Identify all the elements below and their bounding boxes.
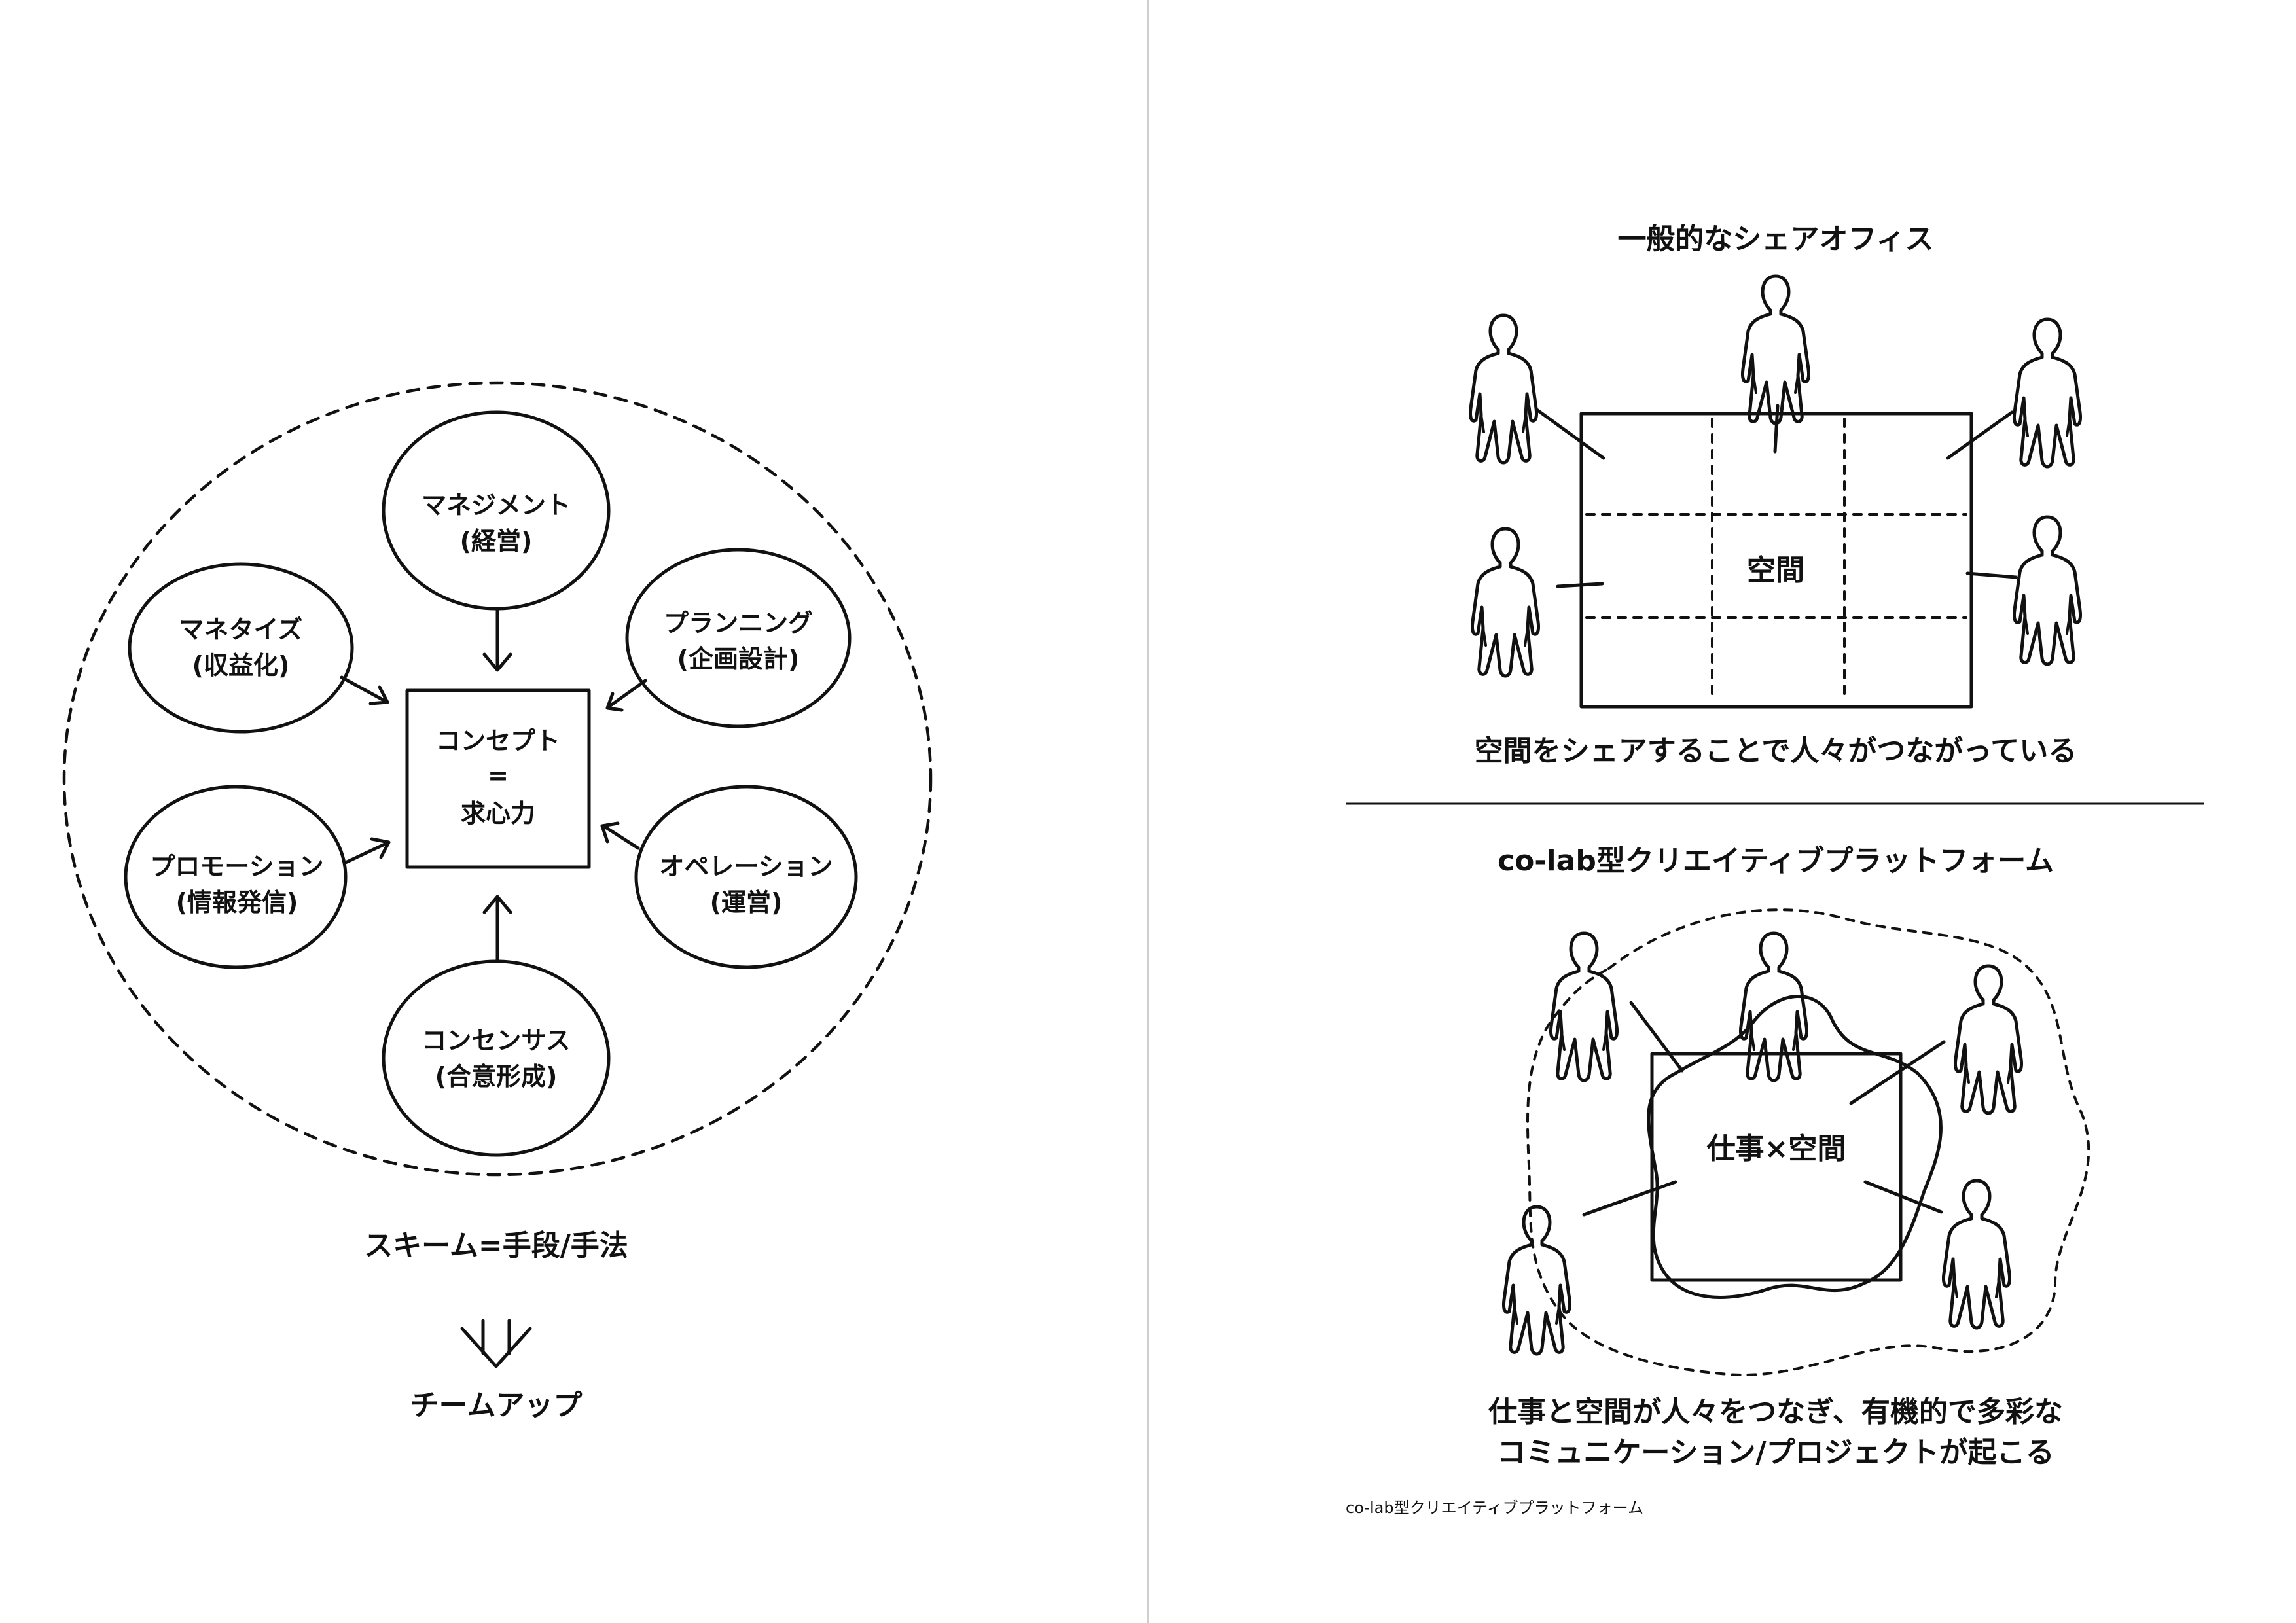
concept-box xyxy=(405,688,591,869)
person-icon xyxy=(2014,517,2080,664)
connector-line xyxy=(1849,1040,1946,1105)
scheme-label: スキーム=手段/手法 xyxy=(364,1229,628,1262)
concept-line1: コンセプト xyxy=(436,726,560,755)
connector-line xyxy=(1582,1180,1677,1217)
node-consensus xyxy=(382,959,611,1157)
down-arrow-icon xyxy=(460,1319,532,1368)
connector-line xyxy=(1629,1001,1684,1073)
connector-line xyxy=(1556,582,1604,588)
node-operation-sub: (運営) xyxy=(710,888,783,917)
node-promotion-label: プロモーション xyxy=(150,852,323,881)
connector-line xyxy=(1773,404,1780,454)
connector-line xyxy=(1965,571,2018,579)
scheme-boundary xyxy=(62,381,933,1177)
arrow-monetize xyxy=(340,675,389,705)
teamup-label: チームアップ xyxy=(410,1389,583,1422)
node-management-sub: (経営) xyxy=(460,527,533,556)
connector-line xyxy=(1946,410,2014,460)
person-icon xyxy=(1742,276,1808,423)
colab-boundary xyxy=(1526,908,2090,1376)
node-monetize-sub: (収益化) xyxy=(192,651,290,680)
node-operation xyxy=(634,785,858,969)
arrow-consensus xyxy=(482,895,512,963)
node-monetize-label: マネタイズ xyxy=(179,615,303,644)
node-planning-label: プランニング xyxy=(664,609,813,637)
space-label: 空間 xyxy=(1747,554,1804,587)
node-promotion xyxy=(124,785,348,969)
concept-line3: 求心力 xyxy=(461,799,535,828)
arrow-management xyxy=(482,607,512,672)
node-promotion-sub: (情報発信) xyxy=(176,888,298,917)
arrow-planning xyxy=(605,679,647,712)
figure-caption: co-lab型クリエイティブプラットフォーム xyxy=(1346,1499,1643,1517)
person-icon xyxy=(1503,1207,1570,1354)
arrow-operation xyxy=(600,821,640,850)
concept-diagram: コンセプト = 求心力 マネジメント (経営) マネタイズ (収益化) プランニ… xyxy=(62,381,933,1177)
share-office-diagram: 一般的なシェアオフィス 空間 空間をシェアすることで人々がつながっている xyxy=(1470,223,2080,768)
work-space-label: 仕事×空間 xyxy=(1707,1132,1846,1166)
connector-line xyxy=(1863,1180,1943,1214)
connector-line xyxy=(1535,408,1605,460)
organic-blob xyxy=(1647,995,1943,1299)
person-icon xyxy=(1943,1181,2009,1328)
colab-caption-line2: コミュニケーション/プロジェクトが起こる xyxy=(1497,1436,2054,1469)
share-office-caption: 空間をシェアすることで人々がつながっている xyxy=(1475,734,2077,768)
person-icon xyxy=(1740,933,1806,1080)
person-icon xyxy=(1551,933,1617,1080)
concept-line2: = xyxy=(488,761,509,790)
person-icon xyxy=(1955,966,2021,1113)
person-icon xyxy=(1470,315,1536,463)
node-consensus-sub: (合意形成) xyxy=(435,1062,558,1091)
node-operation-label: オペレーション xyxy=(659,852,833,881)
node-planning-sub: (企画設計) xyxy=(677,645,800,673)
colab-caption-line1: 仕事と空間が人々をつなぎ、有機的で多彩な xyxy=(1488,1395,2063,1429)
arrow-promotion xyxy=(344,837,391,865)
share-office-title: 一般的なシェアオフィス xyxy=(1617,223,1933,256)
node-consensus-label: コンセンサス xyxy=(422,1026,570,1055)
node-monetize xyxy=(128,562,354,734)
colab-title: co-lab型クリエイティブプラットフォーム xyxy=(1498,844,2054,878)
person-icon xyxy=(2014,319,2080,467)
person-icon xyxy=(1472,529,1538,676)
node-management-label: マネジメント xyxy=(422,491,571,520)
node-planning xyxy=(625,548,852,728)
work-space-square xyxy=(1650,1052,1903,1282)
colab-diagram: co-lab型クリエイティブプラットフォーム 仕事×空間 仕事と空間が人々をつな… xyxy=(1488,844,2090,1469)
